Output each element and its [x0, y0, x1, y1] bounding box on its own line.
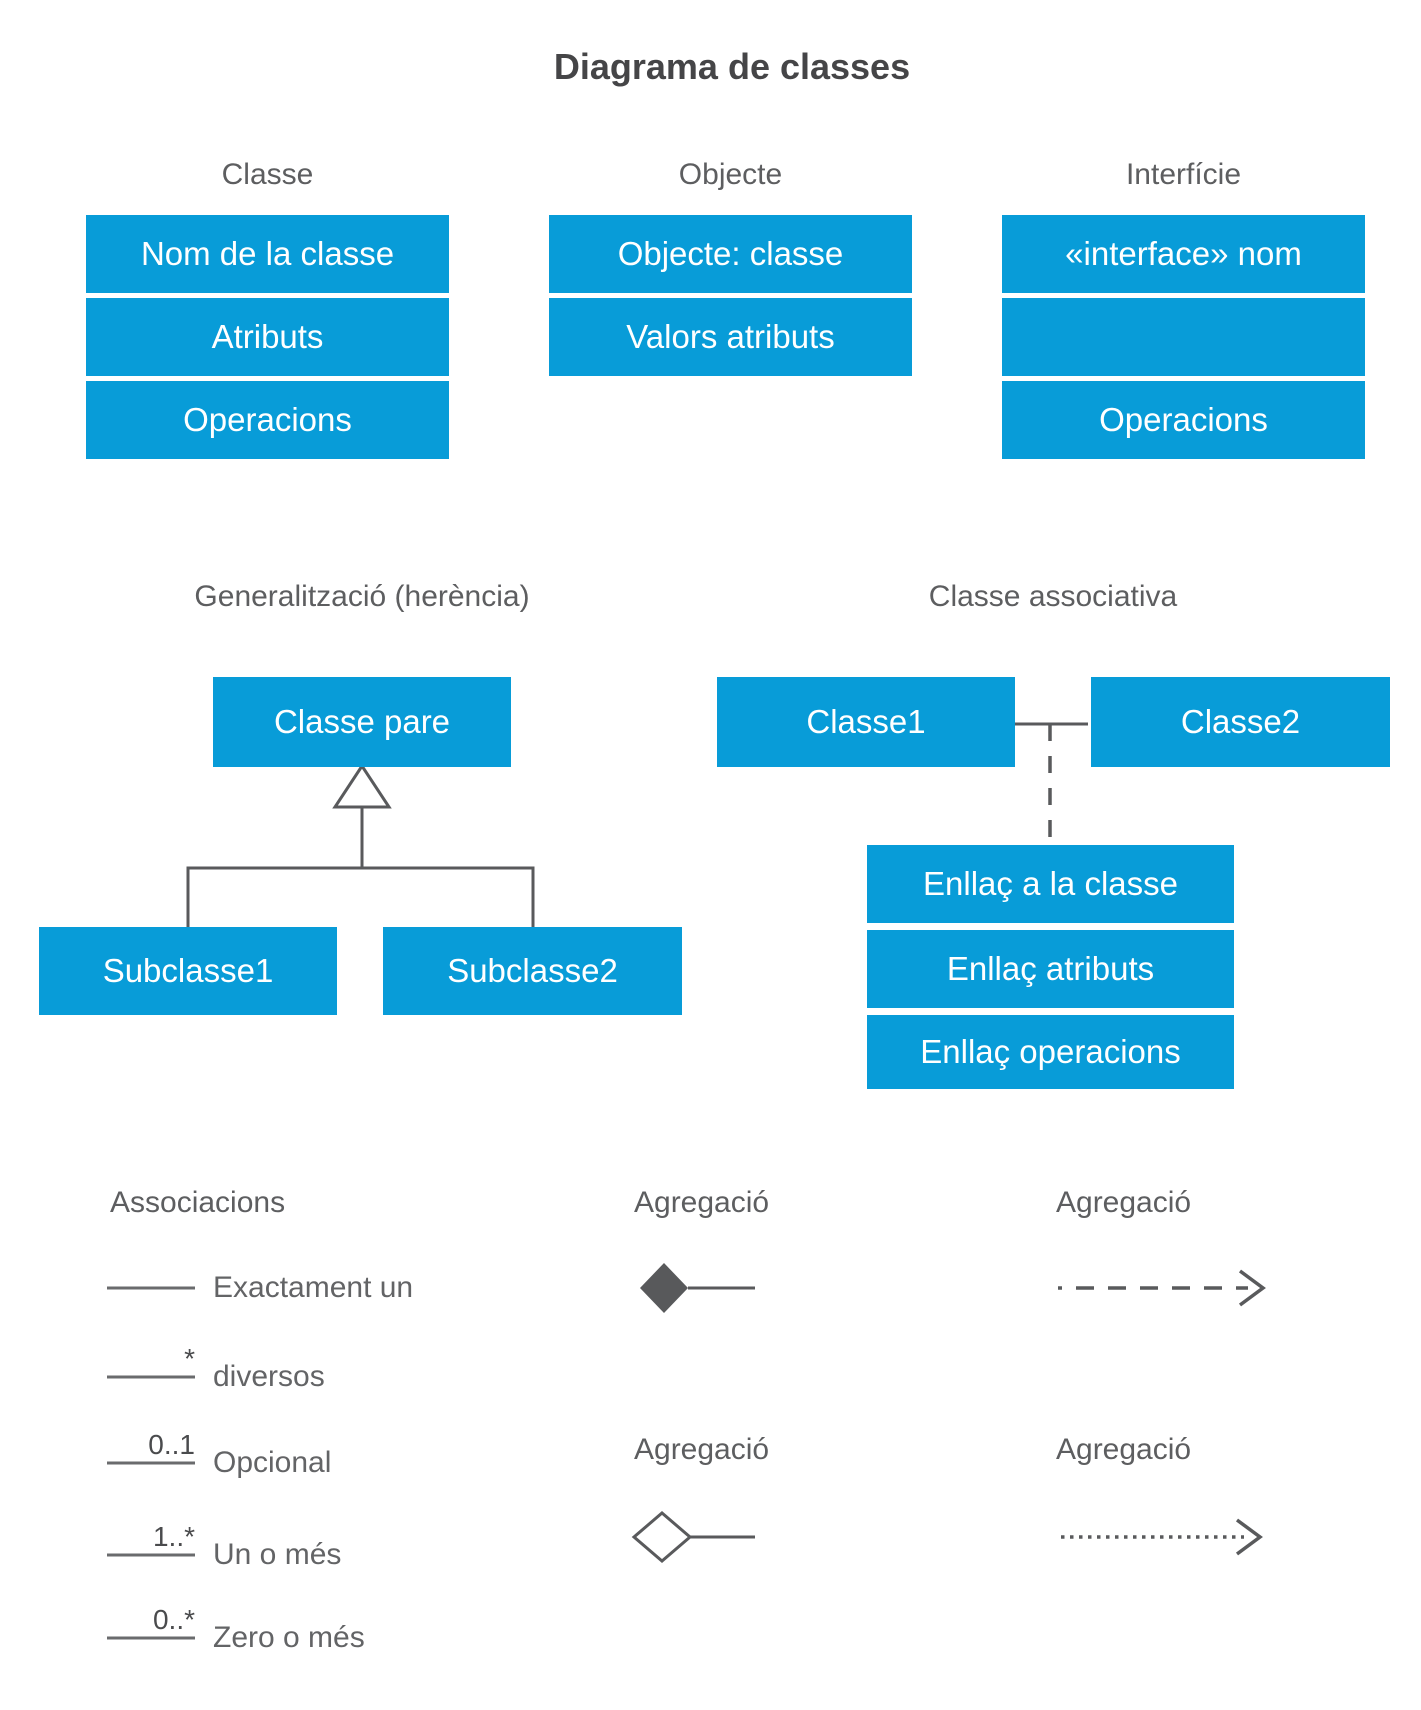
multiplicity-optional: 0..1 — [148, 1429, 195, 1460]
generalization-branch-line — [186, 866, 535, 927]
dotted-arrowhead-icon — [1235, 1518, 1263, 1556]
legend-header-agregacio-3: Agregació — [634, 1433, 770, 1466]
classe2-box: Classe2 — [1091, 677, 1390, 767]
legend-header-agregacio-2: Agregació — [1056, 1186, 1192, 1219]
hollow-diamond-icon — [631, 1511, 693, 1563]
section-label-objecte: Objecte — [678, 158, 783, 191]
section-label-classe-associativa: Classe associativa — [928, 580, 1178, 613]
legend-item-many: diversos — [213, 1360, 325, 1393]
page-title: Diagrama de classes — [553, 46, 911, 87]
filled-diamond-icon — [640, 1263, 688, 1313]
link-class-name-compartment: Enllaç a la classe — [867, 845, 1234, 923]
legend-item-zero-or-more: Zero o més — [213, 1621, 365, 1654]
classe-name-compartment: Nom de la classe — [86, 215, 449, 293]
section-label-classe: Classe — [221, 158, 314, 191]
subclass2-box: Subclasse2 — [383, 927, 682, 1015]
multiplicity-one-or-more: 1..* — [152, 1521, 195, 1552]
parent-class-box: Classe pare — [213, 677, 511, 767]
legend-item-one-or-more: Un o més — [213, 1538, 342, 1571]
interface-empty-compartment — [1002, 298, 1365, 376]
legend-header-agregacio-4: Agregació — [1056, 1433, 1192, 1466]
classe-operations-compartment: Operacions — [86, 381, 449, 459]
objecte-name-compartment: Objecte: classe — [549, 215, 912, 293]
legend-item-exactly-one: Exactament un — [213, 1271, 414, 1304]
classe1-box: Classe1 — [717, 677, 1015, 767]
objecte-values-compartment: Valors atributs — [549, 298, 912, 376]
multiplicity-many: * — [184, 1343, 195, 1374]
interface-operations-compartment: Operacions — [1002, 381, 1365, 459]
legend-header-associacions: Associacions — [110, 1186, 286, 1219]
multiplicity-zero-or-more: 0..* — [152, 1604, 195, 1635]
generalization-triangle-icon — [332, 763, 392, 809]
legend-header-agregacio-1: Agregació — [634, 1186, 770, 1219]
subclass1-box: Subclasse1 — [39, 927, 337, 1015]
section-label-interficie: Interfície — [1125, 158, 1242, 191]
section-label-generalitzacio: Generalització (herència) — [194, 580, 530, 613]
link-class-operations-compartment: Enllaç operacions — [867, 1015, 1234, 1089]
link-class-attributes-compartment: Enllaç atributs — [867, 930, 1234, 1008]
interface-name-compartment: «interface» nom — [1002, 215, 1365, 293]
classe-attributes-compartment: Atributs — [86, 298, 449, 376]
dashed-arrowhead-icon — [1238, 1269, 1266, 1307]
legend-item-optional: Opcional — [213, 1446, 332, 1479]
